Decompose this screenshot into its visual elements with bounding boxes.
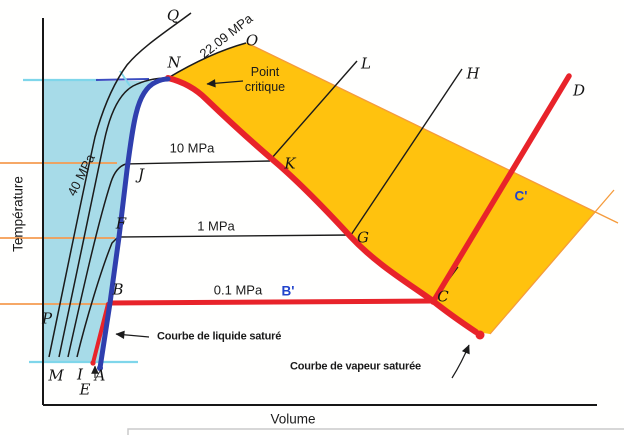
critical-point-annotation: Point critique — [244, 65, 286, 94]
y-axis-label: Température — [10, 176, 26, 252]
isobar-2209mpa-liquid-branch — [58, 77, 168, 358]
vapor-curve-arrow — [451, 344, 470, 379]
point-label-P: P — [41, 309, 53, 328]
isobar-label-1mpa: 1 MPa — [197, 218, 235, 234]
point-label-D: D — [572, 81, 586, 100]
vapor-region-top-edge — [246, 42, 619, 224]
point-label-N: N — [167, 53, 181, 72]
vapor-region-right-edge — [489, 189, 615, 335]
process-line-C-D — [430, 73, 572, 305]
saturated-liquid-curve — [97, 76, 171, 371]
point-label-L: L — [361, 54, 371, 73]
point-label-B: B — [112, 280, 124, 299]
point-label-C-prime: C' — [514, 188, 528, 204]
critical-point-arrow — [206, 79, 244, 88]
x-axis-label: Volume — [270, 411, 316, 427]
isobar-10mpa-liquid-branch — [67, 163, 127, 358]
point-label-I: I — [77, 365, 83, 384]
isobar-40mpa-curve — [48, 12, 192, 358]
point-label-A: A — [94, 366, 106, 385]
isobar-1mpa-two-phase — [117, 234, 352, 238]
point-label-H: H — [466, 64, 480, 83]
point-label-K: K — [284, 154, 296, 173]
point-label-C: C — [437, 287, 449, 306]
saturated-liquid-annotation: Courbe de liquide saturé — [157, 330, 282, 343]
isobar-10mpa-superheat-KL — [270, 60, 358, 160]
point-label-O: O — [245, 31, 259, 50]
point-label-J: J — [137, 165, 145, 184]
isobar-10mpa-two-phase — [125, 160, 271, 165]
point-label-Q: Q — [166, 6, 180, 25]
point-label-B-prime: B' — [281, 283, 295, 299]
isobar-label-01mpa: 0.1 MPa — [213, 282, 263, 298]
isobar-1mpa-superheat-GH — [350, 68, 463, 236]
page-crop-edge — [127, 428, 624, 435]
saturated-vapor-annotation: Courbe de vapeur saturée — [290, 360, 421, 373]
process-line-B-C-01mpa — [108, 298, 435, 306]
point-label-G: G — [357, 228, 369, 247]
point-A-dot — [90, 360, 96, 366]
liquid-curve-arrow — [115, 330, 150, 339]
isobar-2209mpa-vapor-branch — [167, 42, 247, 79]
point-label-E: E — [79, 380, 91, 399]
saturated-vapor-curve-end-dot — [475, 330, 485, 340]
isobar-1mpa-liquid-branch — [76, 236, 119, 358]
point-label-F: F — [115, 214, 127, 233]
isobar-label-10mpa: 10 MPa — [169, 140, 215, 156]
point-label-M: M — [48, 366, 64, 385]
navy-mark-critical-temp — [95, 78, 150, 81]
